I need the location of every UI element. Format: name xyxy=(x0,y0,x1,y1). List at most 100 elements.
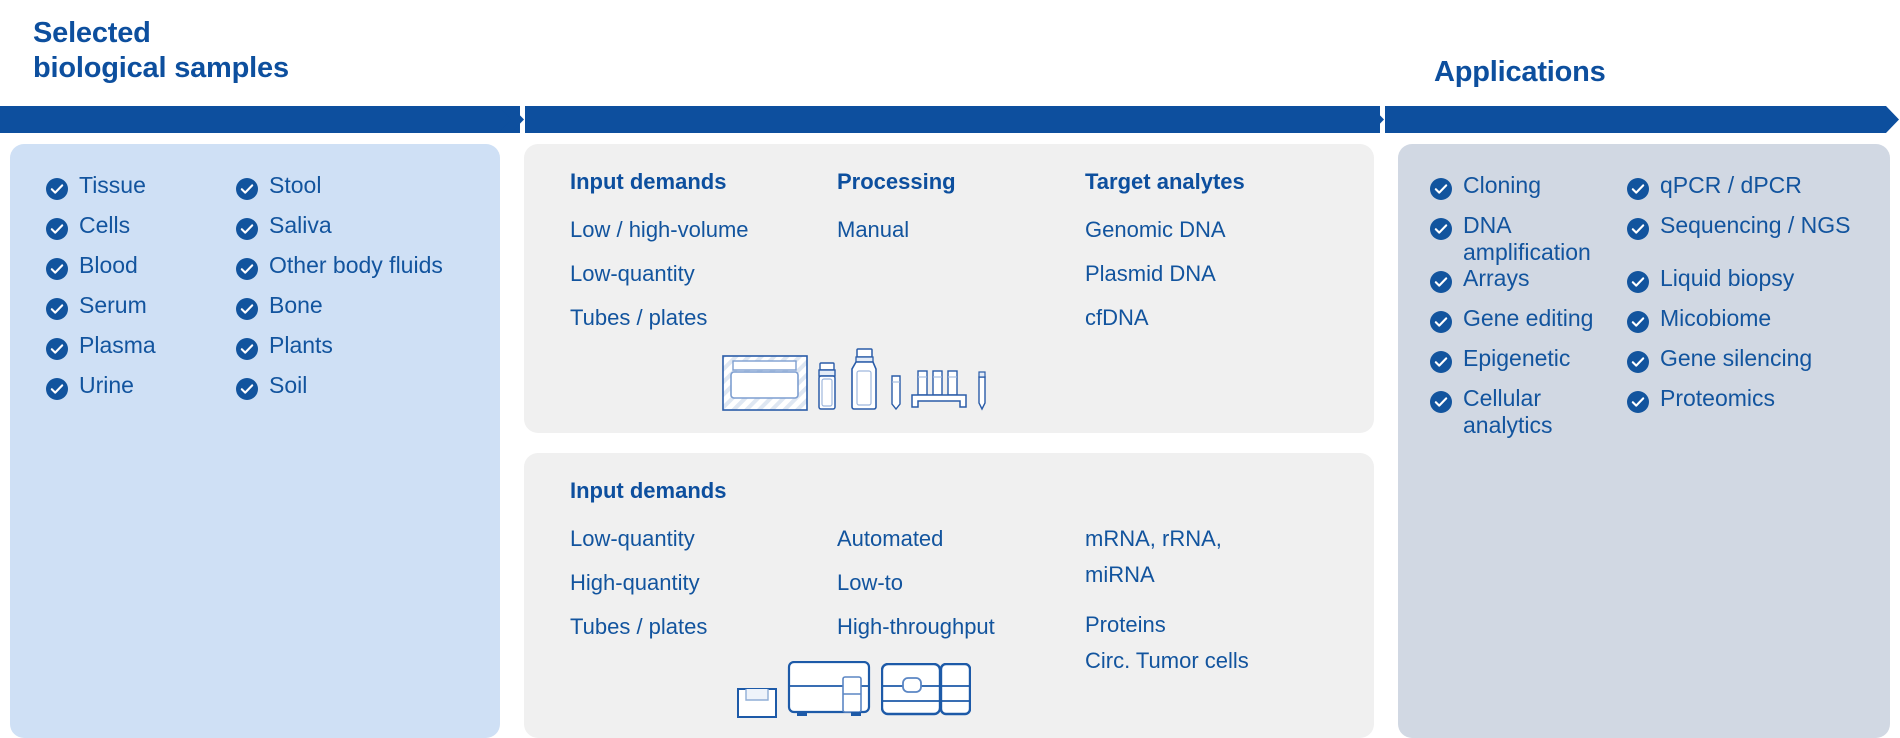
list-item[interactable]: Arrays xyxy=(1430,265,1627,305)
page-title-applications: Applications xyxy=(1434,56,1606,88)
list-item[interactable]: Cellular analytics xyxy=(1430,385,1627,438)
pipette-tip-icon xyxy=(978,371,986,411)
applications-checklist: Cloning qPCR / dPCR DNA amplification Se… xyxy=(1430,172,1887,439)
workflow-bottom-columns: Input demands Low-quantity High-quantity… xyxy=(570,478,1340,692)
arrow-segment-samples xyxy=(0,106,520,133)
list-item[interactable]: Stool xyxy=(236,172,496,212)
list-item[interactable]: Sequencing / NGS xyxy=(1627,212,1887,265)
manual-labware-illustration xyxy=(722,347,988,411)
chevron-right-icon xyxy=(1358,106,1384,133)
benchtop-instrument-icon xyxy=(787,661,871,716)
check-circle-icon xyxy=(1430,391,1452,414)
list-item[interactable]: Gene silencing xyxy=(1627,345,1887,385)
column-processing: Automated Low-to High-throughput xyxy=(837,478,1085,692)
plate-tray-icon xyxy=(722,355,808,411)
column-target-analytes: mRNA, rRNA, miRNA Proteins Circ. Tumor c… xyxy=(1085,478,1335,692)
list-item-label: Proteomics xyxy=(1660,385,1776,412)
list-item[interactable]: Cells xyxy=(46,212,236,252)
list-item[interactable]: Serum xyxy=(46,292,236,332)
list-item-label: Gene editing xyxy=(1463,305,1594,332)
list-item[interactable]: Liquid biopsy xyxy=(1627,265,1887,305)
workflow-panel-automated: Input demands Low-quantity High-quantity… xyxy=(524,453,1374,738)
column-line: High-quantity xyxy=(570,570,700,596)
list-item[interactable]: DNA amplification xyxy=(1430,212,1627,265)
column-line: Tubes / plates xyxy=(570,305,708,331)
list-item-label: Serum xyxy=(79,292,147,318)
list-item[interactable]: Urine xyxy=(46,372,236,412)
workflow-top-columns: Input demands Low / high-volume Low-quan… xyxy=(570,169,1340,349)
list-item[interactable]: Blood xyxy=(46,252,236,292)
column-line: Circ. Tumor cells xyxy=(1085,648,1249,674)
applications-panel: Cloning qPCR / dPCR DNA amplification Se… xyxy=(1398,144,1890,738)
column-processing: Processing Manual xyxy=(837,169,1085,349)
column-input-demands: Input demands Low-quantity High-quantity… xyxy=(570,478,837,692)
column-line: Automated xyxy=(837,526,944,552)
list-item-label: Gene silencing xyxy=(1660,345,1813,372)
list-item-label: Arrays xyxy=(1463,265,1530,292)
list-item[interactable]: Soil xyxy=(236,372,496,412)
check-circle-icon xyxy=(1627,351,1649,374)
list-item-label: Tissue xyxy=(79,172,146,198)
workflow-arrow-band xyxy=(0,106,1900,133)
small-vial-icon xyxy=(818,362,836,410)
check-circle-icon xyxy=(236,218,258,240)
list-item-label: Plants xyxy=(269,332,333,358)
list-item[interactable]: Gene editing xyxy=(1430,305,1627,345)
column-line: Low-quantity xyxy=(570,261,695,287)
column-line: Tubes / plates xyxy=(570,614,708,640)
column-line: Low / high-volume xyxy=(570,217,749,243)
arrow-segment-applications xyxy=(1385,106,1882,133)
page-title-samples: Selected biological samples xyxy=(33,16,289,87)
check-circle-icon xyxy=(1430,178,1452,200)
list-item[interactable]: Cloning xyxy=(1430,172,1627,212)
headings-row: Selected biological samples Applications xyxy=(0,0,1900,110)
check-circle-icon xyxy=(46,298,68,320)
column-title: Target analytes xyxy=(1085,169,1245,194)
column-line: High-throughput xyxy=(837,614,995,640)
list-item-label: Urine xyxy=(79,372,134,398)
list-item-label: Micobiome xyxy=(1660,305,1772,332)
column-target-analytes: Target analytes Genomic DNA Plasmid DNA … xyxy=(1085,169,1335,349)
list-item-label: Cells xyxy=(79,212,131,238)
large-instrument-icon xyxy=(881,663,971,716)
list-item-label: Other body fluids xyxy=(269,252,443,278)
list-item-label: qPCR / dPCR xyxy=(1660,172,1802,198)
column-title: Processing xyxy=(837,169,956,194)
check-circle-icon xyxy=(1627,391,1649,414)
check-circle-icon xyxy=(46,378,68,400)
column-line: Genomic DNA xyxy=(1085,217,1226,243)
list-item[interactable]: Proteomics xyxy=(1627,385,1887,438)
check-circle-icon xyxy=(46,218,68,240)
list-item[interactable]: Micobiome xyxy=(1627,305,1887,345)
check-circle-icon xyxy=(1627,178,1649,200)
samples-panel: Tissue Stool Cells Saliva Blood Other bo… xyxy=(10,144,500,738)
arrow-segment-workflow xyxy=(525,106,1380,133)
column-line: Low-quantity xyxy=(570,526,695,552)
check-circle-icon xyxy=(236,178,258,200)
tube-rack-icon xyxy=(911,370,967,408)
list-item-label: Bone xyxy=(269,292,323,318)
list-item[interactable]: Epigenetic xyxy=(1430,345,1627,385)
check-circle-icon xyxy=(46,178,68,200)
list-item[interactable]: Other body fluids xyxy=(236,252,496,292)
list-item[interactable]: Plants xyxy=(236,332,496,372)
list-item[interactable]: Saliva xyxy=(236,212,496,252)
check-circle-icon xyxy=(1627,311,1649,334)
list-item[interactable]: Plasma xyxy=(46,332,236,372)
page-title-samples-line2: biological samples xyxy=(33,52,289,85)
large-vial-icon xyxy=(851,348,877,410)
list-item-label: DNA amplification xyxy=(1463,212,1591,265)
small-bench-box-icon xyxy=(737,688,777,718)
list-item[interactable]: qPCR / dPCR xyxy=(1627,172,1887,212)
list-item[interactable]: Bone xyxy=(236,292,496,332)
check-circle-icon xyxy=(46,338,68,360)
check-circle-icon xyxy=(1627,218,1649,240)
column-input-demands: Input demands Low / high-volume Low-quan… xyxy=(570,169,837,349)
column-title: Input demands xyxy=(570,169,727,194)
arrow-head-icon xyxy=(1876,106,1899,133)
list-item[interactable]: Tissue xyxy=(46,172,236,212)
column-line: Plasmid DNA xyxy=(1085,261,1216,287)
check-circle-icon xyxy=(46,258,68,280)
list-item-label: Saliva xyxy=(269,212,332,238)
list-item-label: Stool xyxy=(269,172,322,198)
